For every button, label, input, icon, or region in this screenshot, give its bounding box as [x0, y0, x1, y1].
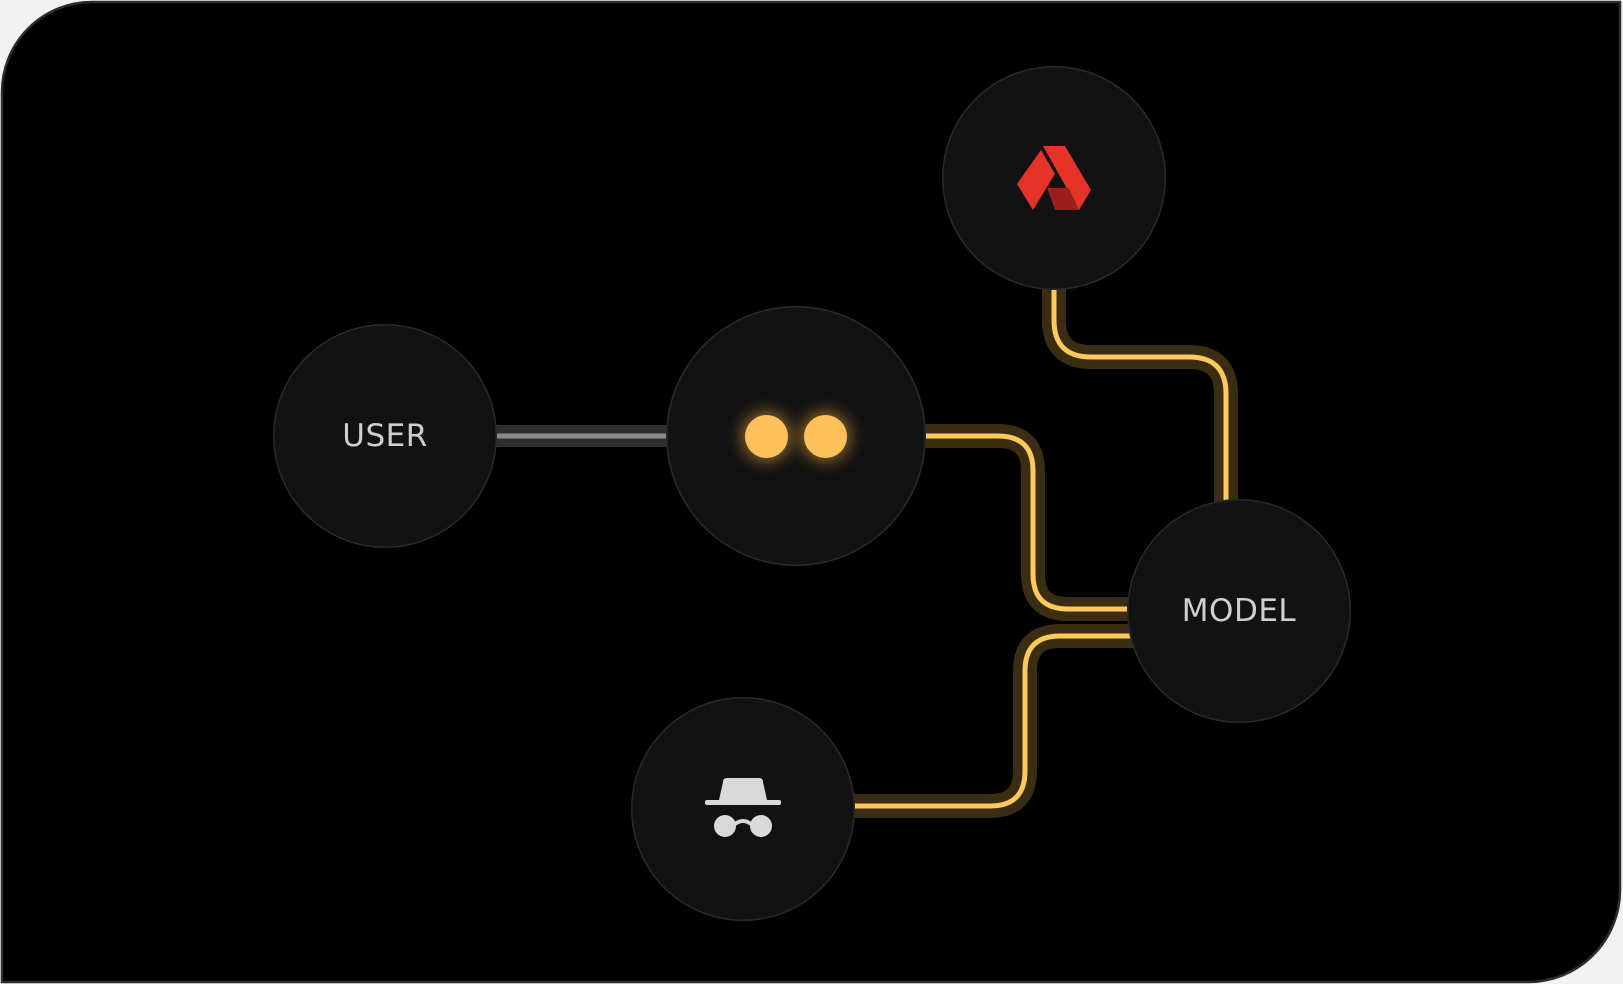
spy-node[interactable]	[631, 697, 855, 921]
right-eye	[804, 414, 847, 458]
akash-node[interactable]	[942, 66, 1166, 290]
connector-agent-model	[924, 424, 1135, 621]
user-node[interactable]: USER	[273, 324, 497, 548]
robot-eyes-icon	[745, 414, 847, 458]
incognito-icon	[705, 778, 781, 837]
user-node-label: USER	[342, 418, 428, 454]
connector-spy-model	[853, 624, 1135, 818]
connector-akash-model	[1042, 288, 1238, 502]
akash-logo-icon	[1017, 146, 1091, 210]
agent-node[interactable]	[666, 306, 926, 566]
model-node-label: MODEL	[1181, 593, 1297, 629]
model-node[interactable]: MODEL	[1127, 499, 1351, 723]
left-eye	[745, 414, 788, 458]
